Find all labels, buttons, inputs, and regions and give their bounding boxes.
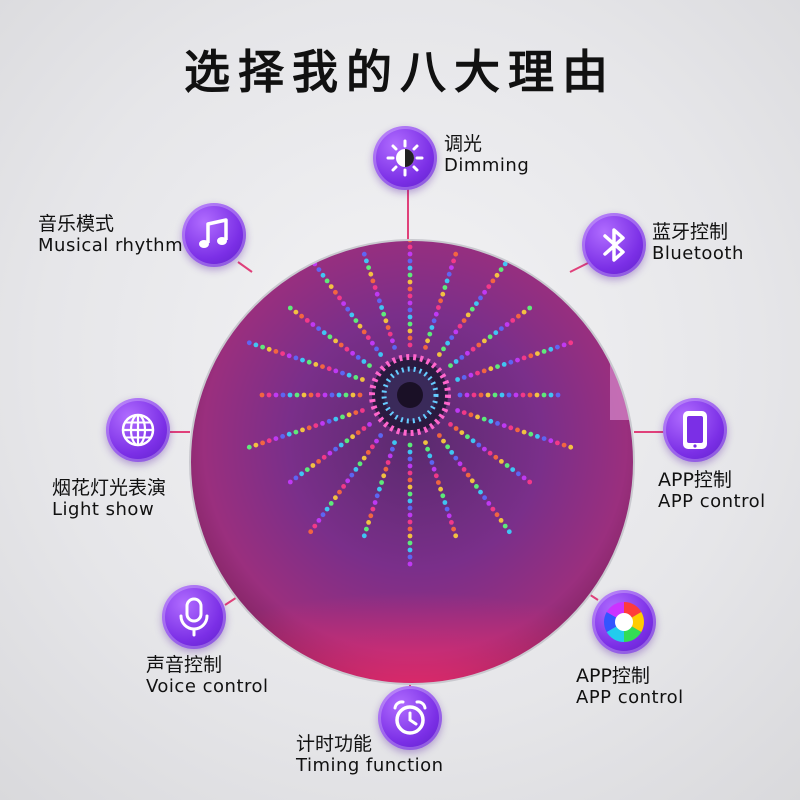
- label-app-control-1: APP控制 APP control: [658, 469, 766, 512]
- label-music: 音乐模式 Musical rhythm: [38, 213, 184, 256]
- label-light-show: 烟花灯光表演 Light show: [52, 477, 167, 520]
- label-app-control-2: APP控制 APP control: [576, 665, 684, 708]
- feature-app-control-phone: [663, 398, 727, 462]
- feature-dimming: [373, 126, 437, 190]
- alarm-clock-icon: [378, 686, 442, 750]
- feature-light-show: [106, 398, 170, 462]
- phone-icon: [663, 398, 727, 462]
- feature-voice: [162, 585, 226, 649]
- label-dimming: 调光 Dimming: [444, 133, 530, 176]
- label-bluetooth: 蓝牙控制 Bluetooth: [652, 221, 744, 264]
- feature-music: [182, 203, 246, 267]
- label-voice: 声音控制 Voice control: [146, 654, 269, 697]
- feature-app-control-color: [592, 590, 656, 654]
- bluetooth-icon: [582, 213, 646, 277]
- music-note-icon: [182, 203, 246, 267]
- label-timing: 计时功能 Timing function: [296, 733, 444, 776]
- feature-bluetooth: [582, 213, 646, 277]
- dimming-icon: [373, 126, 437, 190]
- page-title: 选择我的八大理由: [184, 45, 616, 99]
- color-wheel-icon: [592, 590, 656, 654]
- globe-icon: [106, 398, 170, 462]
- microphone-icon: [162, 585, 226, 649]
- feature-timing: [378, 686, 442, 750]
